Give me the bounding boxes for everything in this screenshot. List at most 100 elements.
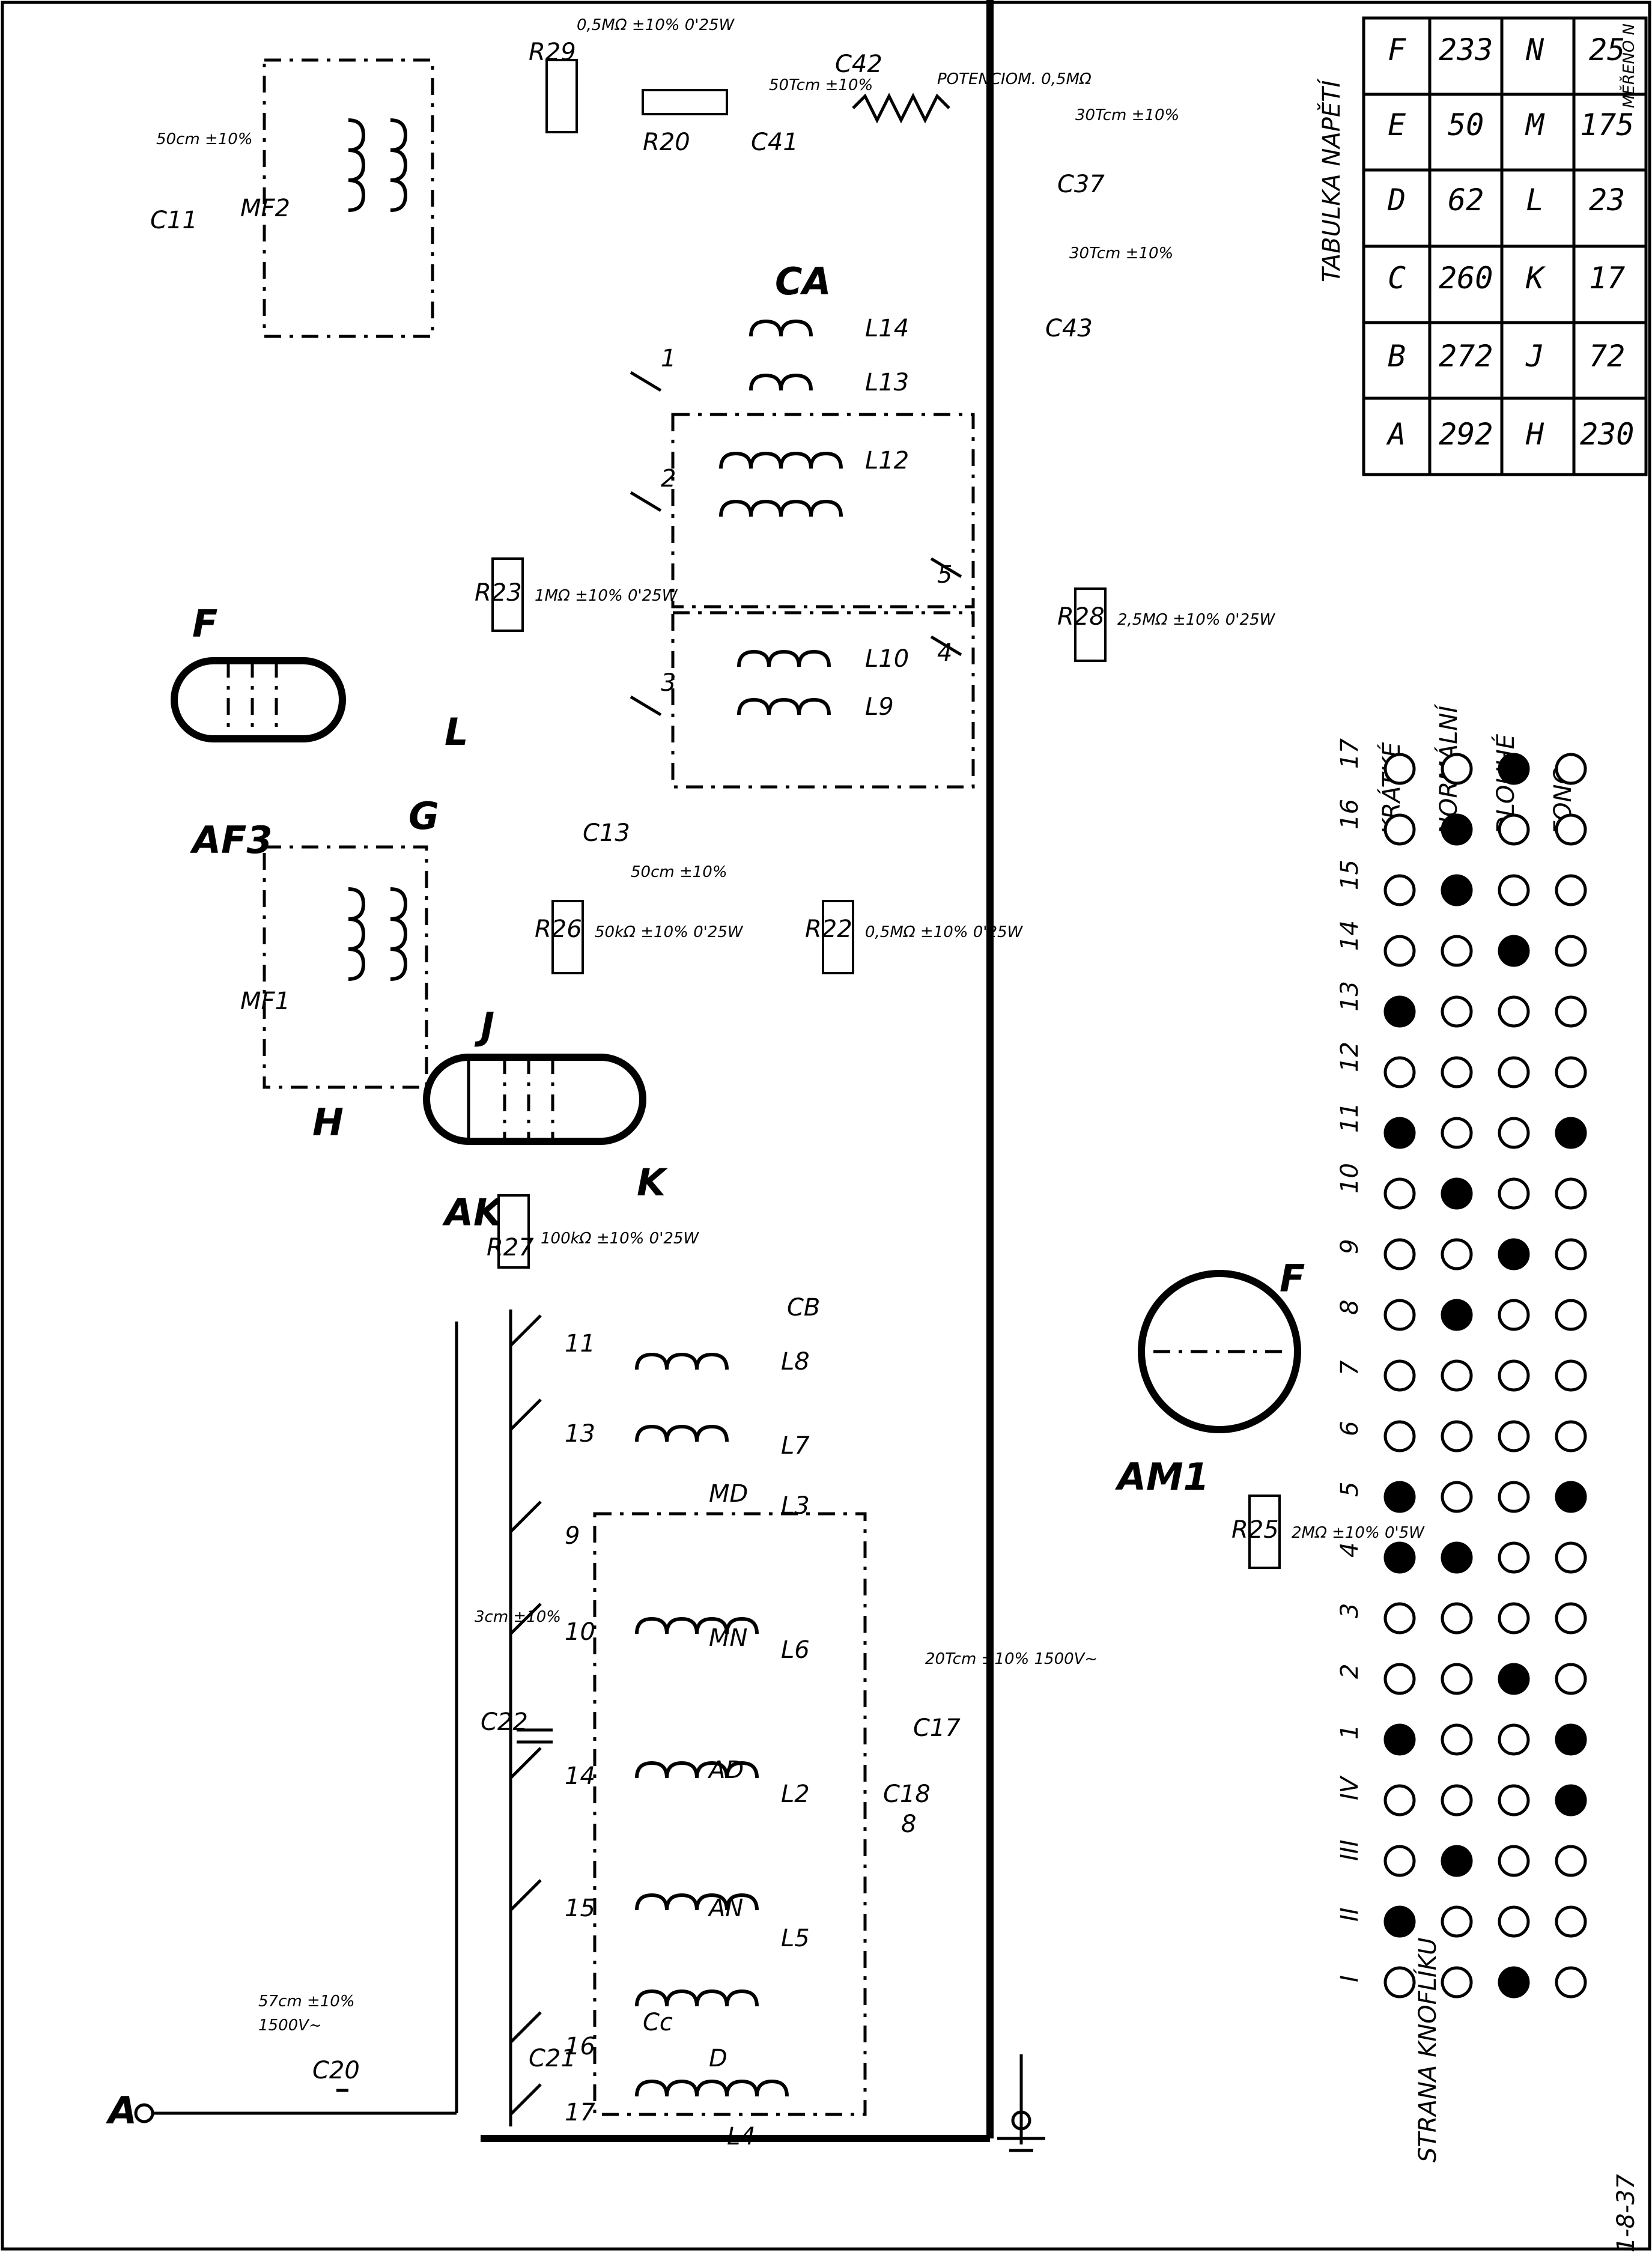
button-column-label: 12 (1336, 1042, 1364, 1072)
button-dot-empty (1498, 813, 1530, 846)
button-dot-empty (1441, 995, 1473, 1028)
switch-17-label: 17 (565, 2099, 595, 2126)
node-g-label: G (408, 794, 439, 838)
node-k-label: K (637, 1161, 668, 1204)
button-dot-empty (1441, 1056, 1473, 1088)
button-column-label: 11 (1336, 1102, 1364, 1133)
r28-value: 2,5MΩ ±10% 0'25W (1117, 611, 1276, 629)
ca-label: CA (775, 259, 831, 303)
button-column-label: 5 (1336, 1482, 1364, 1497)
button-column-label: IV (1336, 1775, 1364, 1800)
button-column-label: 6 (1336, 1421, 1364, 1436)
tube-af3-letter: F (192, 602, 217, 646)
c41-value: 50Tcm ±10% (769, 76, 873, 94)
vt-h-f: F (1388, 32, 1406, 67)
button-dot-empty (1383, 1420, 1416, 1452)
switch-1-label: 1 (661, 345, 676, 372)
button-dot-empty (1383, 813, 1416, 846)
r22-value: 0,5MΩ ±10% 0'25W (865, 923, 1024, 941)
trim-mn-label: MN (709, 1624, 747, 1652)
footer-code: 1-8-37 (1612, 2174, 1640, 2253)
tube-af3: AF3 F G L (171, 602, 469, 862)
c43-label: C43 (1045, 315, 1093, 342)
c37-value: 30Tcm ±10% (1075, 106, 1179, 124)
button-dot-empty (1441, 1784, 1473, 1816)
button-dot-empty (1555, 1905, 1587, 1938)
trim-an-label: AN (707, 1895, 743, 1922)
chassis-ground-symbol (997, 2054, 1045, 2152)
coil-l7-label: L7 (781, 1432, 810, 1460)
button-dot-filled (1555, 1784, 1587, 1816)
c11-label: C11 (150, 207, 198, 234)
button-column-label: 7 (1336, 1360, 1364, 1376)
button-dot-empty (1555, 1663, 1587, 1695)
left-switches: 17 16 15 14 10 9 13 11 (455, 1310, 595, 2126)
button-dot-empty (1383, 1602, 1416, 1634)
button-dot-empty (1555, 995, 1587, 1028)
button-dot-empty (1555, 753, 1587, 785)
button-dot-empty (1498, 1723, 1530, 1756)
node-l-label: L (445, 710, 469, 754)
vt-v-d: 62 (1448, 183, 1484, 217)
c11-value: 50cm ±10% (156, 130, 253, 148)
tube-af3-name: AF3 (189, 818, 272, 862)
vt-v-f: 233 (1439, 32, 1493, 67)
c13-label: C13 (583, 819, 630, 847)
button-dot-empty (1498, 874, 1530, 906)
tube-ak2: AK2 J H K (312, 1004, 668, 1234)
switch-16-label: 16 (565, 2033, 595, 2060)
button-dot-empty (1383, 1359, 1416, 1392)
button-dot-empty (1555, 1177, 1587, 1210)
button-dot-empty (1555, 1238, 1587, 1270)
button-dot-filled (1383, 995, 1416, 1028)
button-dot-filled (1383, 1723, 1416, 1756)
button-column-label: 4 (1336, 1543, 1364, 1558)
button-table-side-label: STRANA KNOFLÍKU (1413, 1937, 1442, 2162)
button-dot-empty (1441, 1663, 1473, 1695)
lower-caps: C22 3cm ±10% C18 C17 20Tcm ±10% 1500V~ C… (475, 1294, 1098, 2072)
vt-h-m: M (1525, 108, 1545, 142)
button-dot-empty (1441, 1966, 1473, 1998)
button-dot-empty (1498, 1481, 1530, 1513)
button-dot-empty (1555, 1299, 1587, 1331)
button-dot-empty (1498, 1784, 1530, 1816)
button-dot-empty (1441, 935, 1473, 967)
button-dot-empty (1555, 874, 1587, 906)
button-dot-empty (1498, 1299, 1530, 1331)
coil-l9-label: L9 (865, 693, 894, 721)
switch-11-label: 11 (565, 1330, 595, 1358)
coil-l4-label: L4 (727, 2123, 756, 2150)
node-h-label: H (312, 1100, 344, 1144)
button-dot-empty (1383, 1238, 1416, 1270)
button-column-label: 15 (1336, 860, 1364, 890)
rf-coil-bank: L4 L5 L2 L6 L3 L7 L8 D AN AD MN MD (593, 1348, 867, 2150)
c21-label: C21 (529, 2045, 576, 2072)
button-dot-empty (1555, 1602, 1587, 1634)
r27-value: 100kΩ ±10% 0'25W (541, 1230, 699, 1248)
vt-v-k: 17 (1589, 261, 1625, 296)
c20-value: 57cm ±10% (258, 1992, 355, 2011)
c37-label: C37 (1057, 171, 1105, 198)
vt-v-h: 230 (1580, 417, 1634, 452)
pot-label: POTENCIOM. 0,5MΩ (937, 70, 1092, 88)
c22-label: C22 (481, 1708, 528, 1736)
button-dot-filled (1555, 1723, 1587, 1756)
r20-label: R20 (643, 129, 690, 156)
switch-10-label: 10 (565, 1618, 595, 1646)
button-dot-empty (1383, 1966, 1416, 1998)
button-dot-empty (1383, 1784, 1416, 1816)
switch-8-label: 8 (901, 1810, 916, 1838)
vt-v-c: 260 (1439, 261, 1493, 296)
antenna-label: A (105, 2089, 137, 2132)
resistors-mid: R27 100kΩ ±10% 0'25W R26 50kΩ ±10% 0'25W… (475, 557, 1024, 1269)
button-dot-filled (1498, 1663, 1530, 1695)
coil-l6-label: L6 (781, 1636, 810, 1664)
c22-value: 3cm ±10% (475, 1608, 561, 1626)
coil-l8-label: L8 (781, 1348, 810, 1376)
vt-h-h: H (1525, 417, 1544, 452)
tube-am1: AM1 F R25 2MΩ ±10% 0'5W (1114, 1257, 1425, 1569)
r29-label: R29 (529, 38, 576, 66)
vt-v-a: 292 (1439, 417, 1493, 452)
mf2-label: MF2 (240, 195, 290, 222)
button-dot-empty (1383, 874, 1416, 906)
